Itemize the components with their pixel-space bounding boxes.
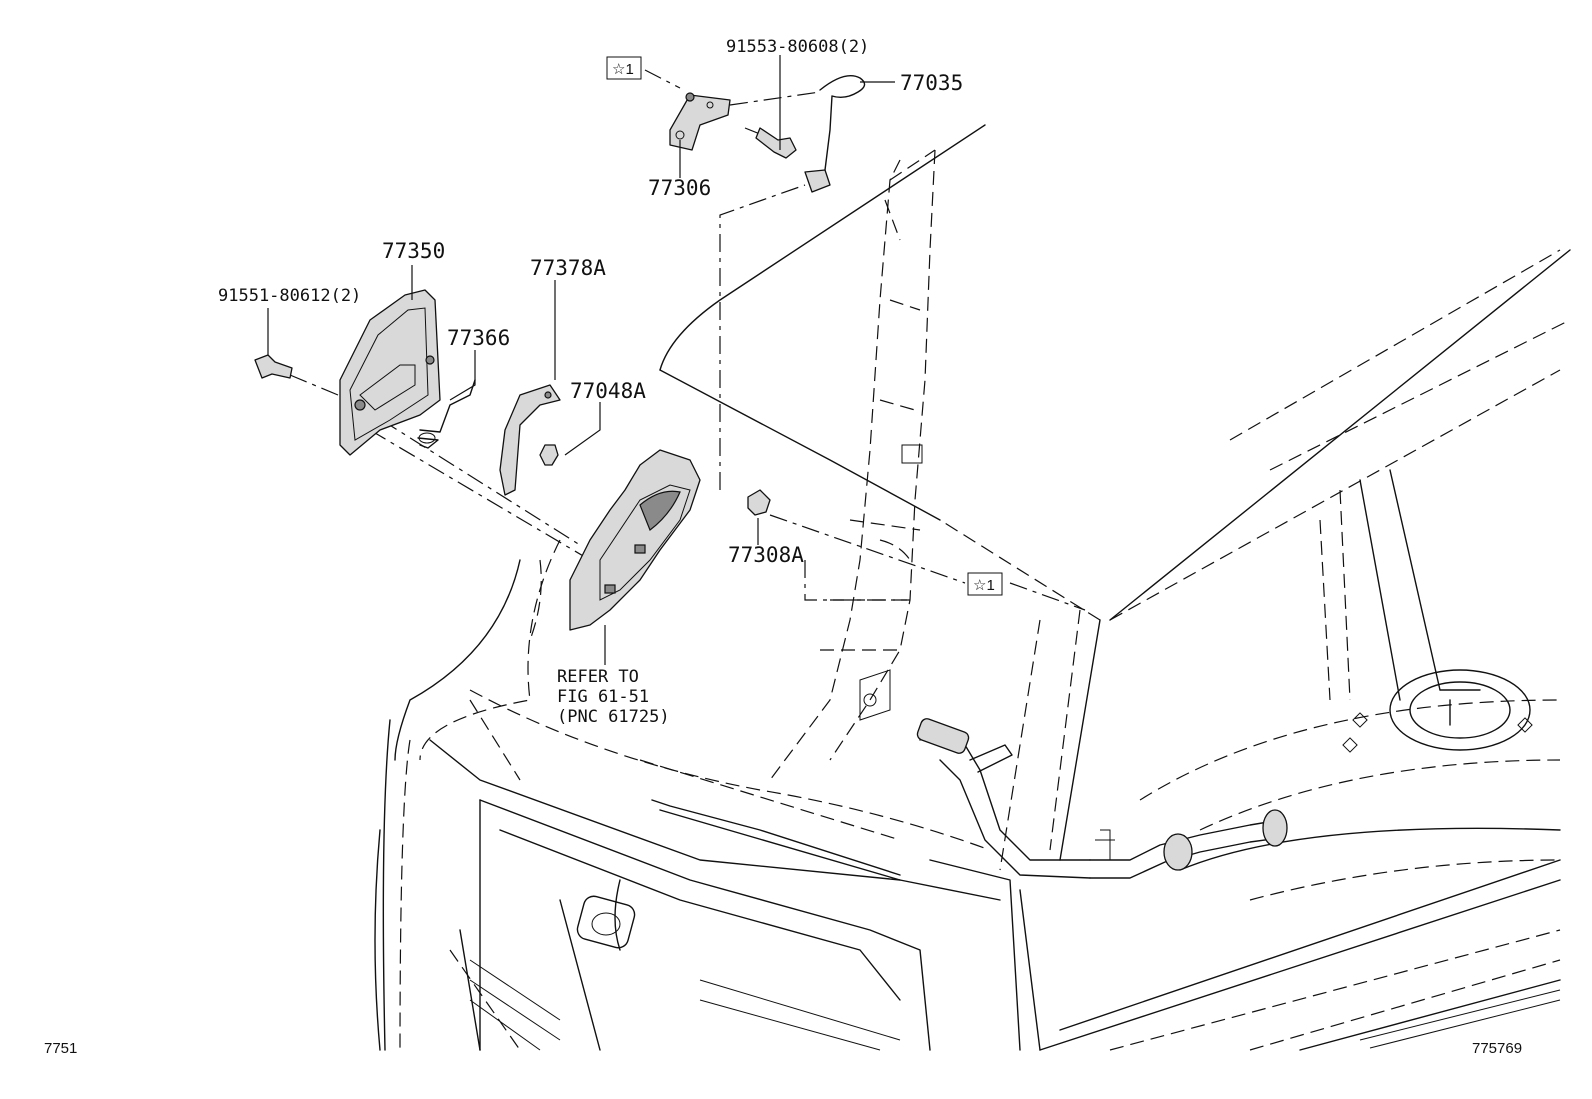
fuel-door-hinge-part	[669, 92, 731, 151]
callout-77306: 77306	[648, 176, 711, 200]
callout-77366: 77366	[447, 326, 510, 350]
bumper-77308a-part	[747, 489, 771, 516]
star-marker-right: ☆1	[967, 572, 1003, 596]
bolt-91553-part	[755, 127, 797, 159]
callout-77048a: 77048A	[570, 379, 646, 403]
callout-77350: 77350	[382, 239, 445, 263]
footer-right-code: 775769	[1472, 1040, 1522, 1057]
assembly-guide-lines	[289, 69, 1086, 611]
footer-left-code: 7751	[44, 1040, 77, 1057]
bracket-77378a-part	[499, 384, 561, 496]
bolt-91551-part	[254, 354, 293, 379]
refer-to-line2: FIG 61-51	[557, 687, 649, 707]
callout-77308a: 77308A	[728, 543, 804, 567]
star-marker-right-label: ☆1	[973, 577, 995, 594]
spring-77366-part	[417, 379, 476, 449]
body-pillar-structure	[769, 149, 936, 781]
star-marker-top-label: ☆1	[612, 61, 634, 78]
callout-77378a: 77378A	[530, 256, 606, 280]
vehicle-body-outline	[374, 124, 1571, 1051]
callout-91551-80612: 91551-80612(2)	[218, 286, 361, 306]
clip-77048a-part	[539, 444, 559, 466]
refer-to-line1: REFER TO	[557, 667, 639, 687]
fuel-filler-door-part	[339, 289, 441, 456]
callout-77035: 77035	[900, 71, 963, 95]
fuel-door-cable-part	[804, 75, 866, 193]
callout-91553-80608: 91553-80608(2)	[726, 37, 869, 57]
fuel-door-housing-part	[569, 449, 701, 631]
star-marker-top: ☆1	[606, 56, 642, 80]
filler-hose-assembly	[916, 669, 1533, 879]
callout-leaders	[267, 55, 895, 665]
refer-to-line3: (PNC 61725)	[557, 707, 670, 727]
